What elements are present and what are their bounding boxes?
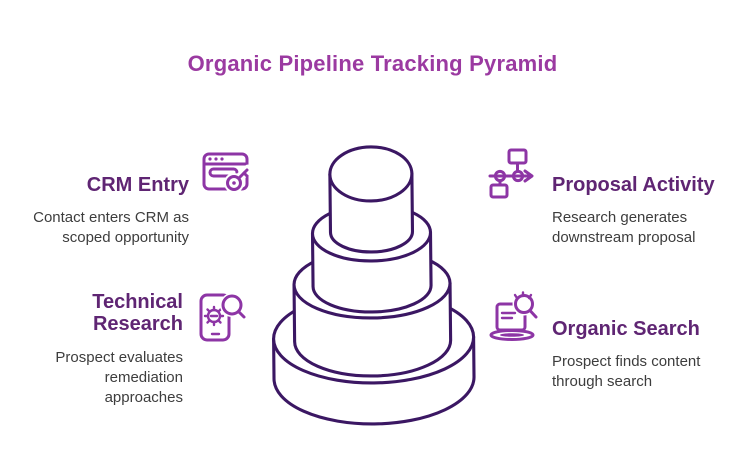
feature-description: Prospect finds content through search: [552, 353, 701, 391]
phone-bug-search-icon: [194, 289, 248, 343]
feature-heading: Proposal Activity: [552, 174, 715, 196]
flowchart-arrow-icon: [487, 146, 541, 200]
feature-technical-research: Technical Research Prospect evaluates re…: [50, 289, 248, 408]
feature-proposal-activity: Proposal Activity Research generates dow…: [487, 146, 727, 248]
feature-description: Prospect evaluates remediation approache…: [55, 348, 183, 406]
feature-heading: Technical Research: [92, 291, 183, 336]
pyramid-illustration: [256, 131, 482, 431]
browser-key-icon: [200, 146, 254, 200]
page-title: Organic Pipeline Tracking Pyramid: [187, 51, 558, 76]
feature-crm-entry: CRM Entry Contact enters CRM as scoped o…: [18, 146, 254, 248]
feature-description: Research generates downstream proposal: [552, 209, 696, 247]
feature-description: Contact enters CRM as scoped opportunity: [33, 209, 189, 247]
feature-organic-search: Organic Search Prospect finds content th…: [487, 291, 722, 392]
laptop-search-icon: [487, 291, 541, 345]
feature-heading: CRM Entry: [86, 174, 189, 196]
feature-heading: Organic Search: [552, 318, 700, 340]
